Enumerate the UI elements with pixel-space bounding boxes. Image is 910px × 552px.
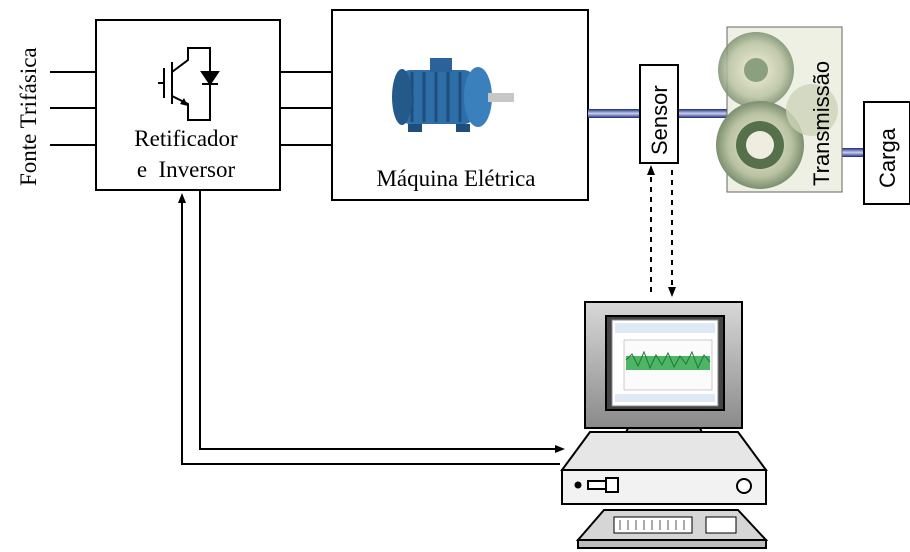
shaft-machine-sensor <box>588 109 640 118</box>
desktop-computer-icon <box>560 301 769 549</box>
sensor-block: Sensor <box>639 64 679 164</box>
machine-block: Máquina Elétrica <box>331 9 589 201</box>
sensor-signal-arrows <box>647 165 676 297</box>
converter-block: Retificador e Inversor <box>95 19 281 191</box>
converter-label-line1: Retificador <box>134 126 238 151</box>
igbt-diode-icon <box>158 47 220 121</box>
load-label: Carga <box>875 127 900 188</box>
sensor-box <box>639 64 679 164</box>
control-arrows <box>178 190 565 465</box>
load-box <box>863 101 910 205</box>
cpu-top <box>560 431 768 471</box>
source-label-group: Fonte Trifásica <box>16 47 41 186</box>
converter-output-lines <box>280 71 332 146</box>
transmission-block: Transmissão <box>716 26 843 193</box>
shaft-group <box>588 109 864 157</box>
transmission-label: Transmissão <box>809 61 834 186</box>
arrow-computer-to-converter <box>178 193 560 465</box>
shaft-transmission-load <box>842 148 864 157</box>
gears-icon <box>716 32 838 189</box>
shaft-sensor-transmission <box>678 109 728 118</box>
three-phase-lines <box>50 71 96 146</box>
sensor-label: Sensor <box>647 85 672 155</box>
converter-label-line2: e Inversor <box>137 157 236 182</box>
load-block: Carga <box>863 101 910 205</box>
screen-plot <box>615 323 715 402</box>
machine-label: Máquina Elétrica <box>376 166 535 191</box>
arrow-converter-to-computer <box>199 190 565 453</box>
electric-motor-icon <box>392 58 514 132</box>
source-label: Fonte Trifásica <box>16 47 41 186</box>
